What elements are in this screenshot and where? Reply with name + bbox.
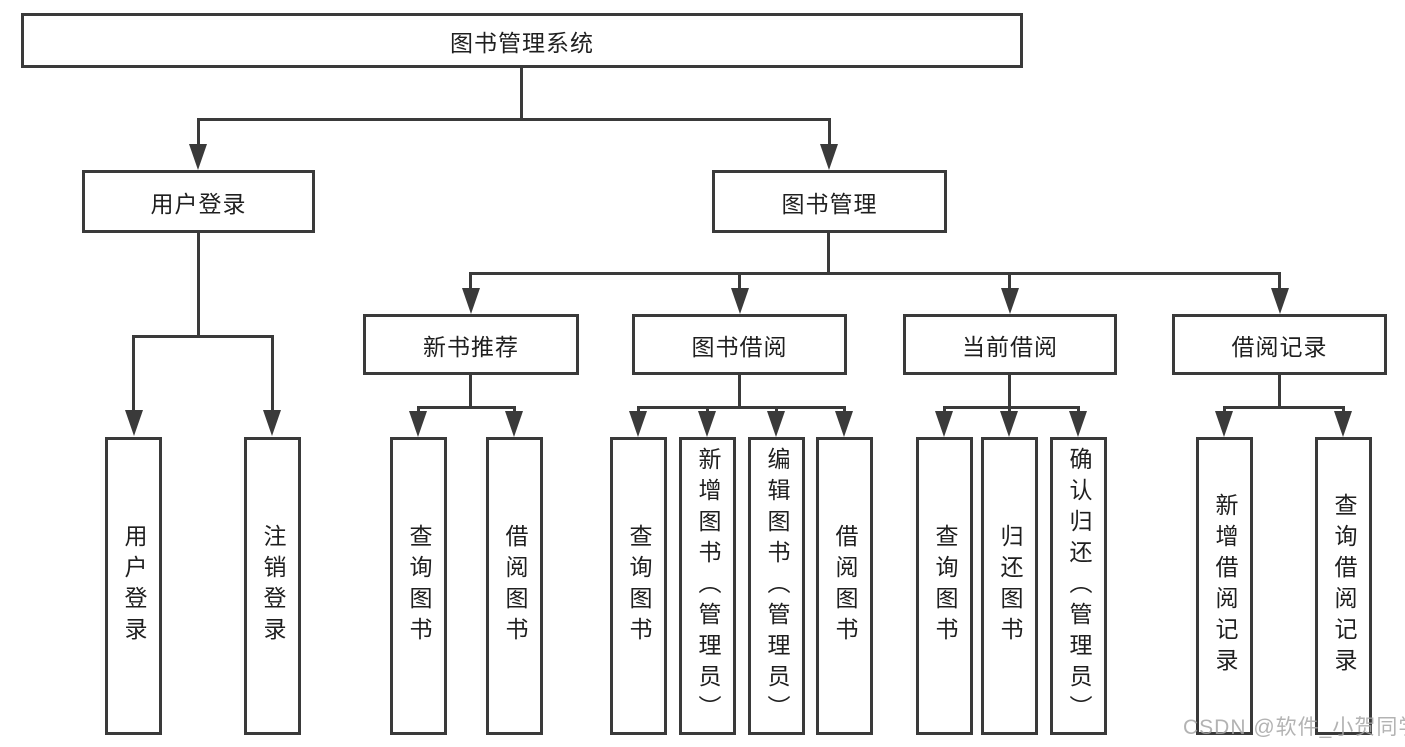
connector-shaft — [738, 275, 741, 288]
connector-shaft — [469, 275, 472, 288]
connector-book-management-rail — [469, 272, 1281, 275]
leaf-add-books-admin: 新增图书（管理员） — [679, 437, 736, 735]
arrow-down-icon — [698, 411, 716, 437]
leaf-query-books-recommend: 查询图书 — [390, 437, 447, 735]
connector-borrow-records-stem — [1278, 375, 1281, 406]
leaf-query-borrow-record: 查询借阅记录 — [1315, 437, 1372, 735]
node-borrow-records: 借阅记录 — [1172, 314, 1387, 375]
leaf-label: 新增借阅记录 — [1212, 493, 1238, 679]
arrow-down-icon — [820, 144, 838, 170]
arrow-down-icon — [1000, 411, 1018, 437]
arrow-down-icon — [125, 410, 143, 436]
connector-new-book-stem — [469, 375, 472, 406]
connector-shaft — [775, 406, 778, 413]
arrow-down-icon — [409, 411, 427, 437]
arrow-down-icon — [629, 411, 647, 437]
leaf-label: 新增图书（管理员） — [695, 446, 721, 726]
csdn-watermark: CSDN @软件_小贺同学 — [1183, 716, 1405, 739]
arrow-down-icon — [462, 288, 480, 314]
connector-shaft — [1077, 406, 1080, 413]
connector-current-borrow-stem — [1008, 375, 1011, 406]
leaf-query-books-current: 查询图书 — [916, 437, 973, 735]
connector-shaft — [843, 406, 846, 413]
leaf-label: 归还图书 — [997, 524, 1023, 648]
leaf-label: 确认归还（管理员） — [1066, 446, 1092, 726]
leaf-borrow-books-recommend: 借阅图书 — [486, 437, 543, 735]
leaf-label: 查询借阅记录 — [1331, 493, 1357, 679]
arrow-down-icon — [1215, 411, 1233, 437]
leaf-label: 借阅图书 — [502, 524, 528, 648]
connector-user-login-rail — [132, 335, 274, 338]
connector-root-rail — [197, 118, 831, 121]
connector-shaft — [1342, 406, 1345, 413]
connector-shaft — [513, 406, 516, 413]
arrow-down-icon — [1334, 411, 1352, 437]
arrow-down-icon — [189, 144, 207, 170]
connector-user-login-stem — [197, 233, 200, 335]
connector-book-borrow-rail — [637, 406, 846, 409]
connector-shaft — [1223, 406, 1226, 413]
node-library-management-system: 图书管理系统 — [21, 13, 1023, 68]
arrow-down-icon — [263, 410, 281, 436]
leaf-borrow-books: 借阅图书 — [816, 437, 873, 735]
connector-shaft — [828, 121, 831, 147]
leaf-label: 查询图书 — [406, 524, 432, 648]
connector-shaft — [1008, 275, 1011, 288]
connector-shaft — [1008, 406, 1011, 413]
leaf-user-login: 用户登录 — [105, 437, 162, 735]
node-label: 图书借阅 — [691, 333, 788, 360]
node-label: 借阅记录 — [1231, 333, 1328, 360]
leaf-label: 借阅图书 — [832, 524, 858, 648]
node-label: 当前借阅 — [962, 333, 1058, 360]
leaf-label: 查询图书 — [932, 524, 958, 648]
arrow-down-icon — [505, 411, 523, 437]
connector-shaft — [1278, 275, 1281, 288]
connector-shaft — [197, 121, 200, 147]
arrow-down-icon — [1069, 411, 1087, 437]
node-user-login: 用户登录 — [82, 170, 315, 233]
connector-shaft — [943, 406, 946, 413]
connector-shaft — [271, 338, 274, 410]
leaf-confirm-return-admin: 确认归还（管理员） — [1050, 437, 1107, 735]
node-current-borrow: 当前借阅 — [903, 314, 1117, 375]
node-label: 图书管理 — [781, 190, 878, 217]
connector-current-borrow-rail — [943, 406, 1080, 409]
node-book-management: 图书管理 — [712, 170, 947, 233]
node-label: 新书推荐 — [423, 333, 519, 360]
connector-book-management-stem — [827, 233, 830, 272]
connector-shaft — [417, 406, 420, 413]
leaf-query-books-borrow: 查询图书 — [610, 437, 667, 735]
leaf-label: 用户登录 — [121, 524, 147, 648]
leaf-add-borrow-record: 新增借阅记录 — [1196, 437, 1253, 735]
connector-new-book-rail — [417, 406, 516, 409]
node-label: 用户登录 — [150, 190, 247, 217]
leaf-label: 编辑图书（管理员） — [764, 446, 790, 726]
connector-book-borrow-stem — [738, 375, 741, 406]
leaf-return-books: 归还图书 — [981, 437, 1038, 735]
node-book-borrow: 图书借阅 — [632, 314, 847, 375]
arrow-down-icon — [935, 411, 953, 437]
arrow-down-icon — [731, 288, 749, 314]
node-new-book-recommend: 新书推荐 — [363, 314, 579, 375]
connector-shaft — [637, 406, 640, 413]
leaf-label: 注销登录 — [260, 524, 286, 648]
leaf-logout: 注销登录 — [244, 437, 301, 735]
connector-borrow-records-rail — [1223, 406, 1345, 409]
arrow-down-icon — [1001, 288, 1019, 314]
connector-shaft — [706, 406, 709, 413]
arrow-down-icon — [767, 411, 785, 437]
arrow-down-icon — [835, 411, 853, 437]
arrow-down-icon — [1271, 288, 1289, 314]
leaf-edit-books-admin: 编辑图书（管理员） — [748, 437, 805, 735]
node-label: 图书管理系统 — [450, 29, 594, 56]
connector-shaft — [132, 338, 135, 410]
connector-root-stem — [520, 68, 523, 118]
leaf-label: 查询图书 — [626, 524, 652, 648]
